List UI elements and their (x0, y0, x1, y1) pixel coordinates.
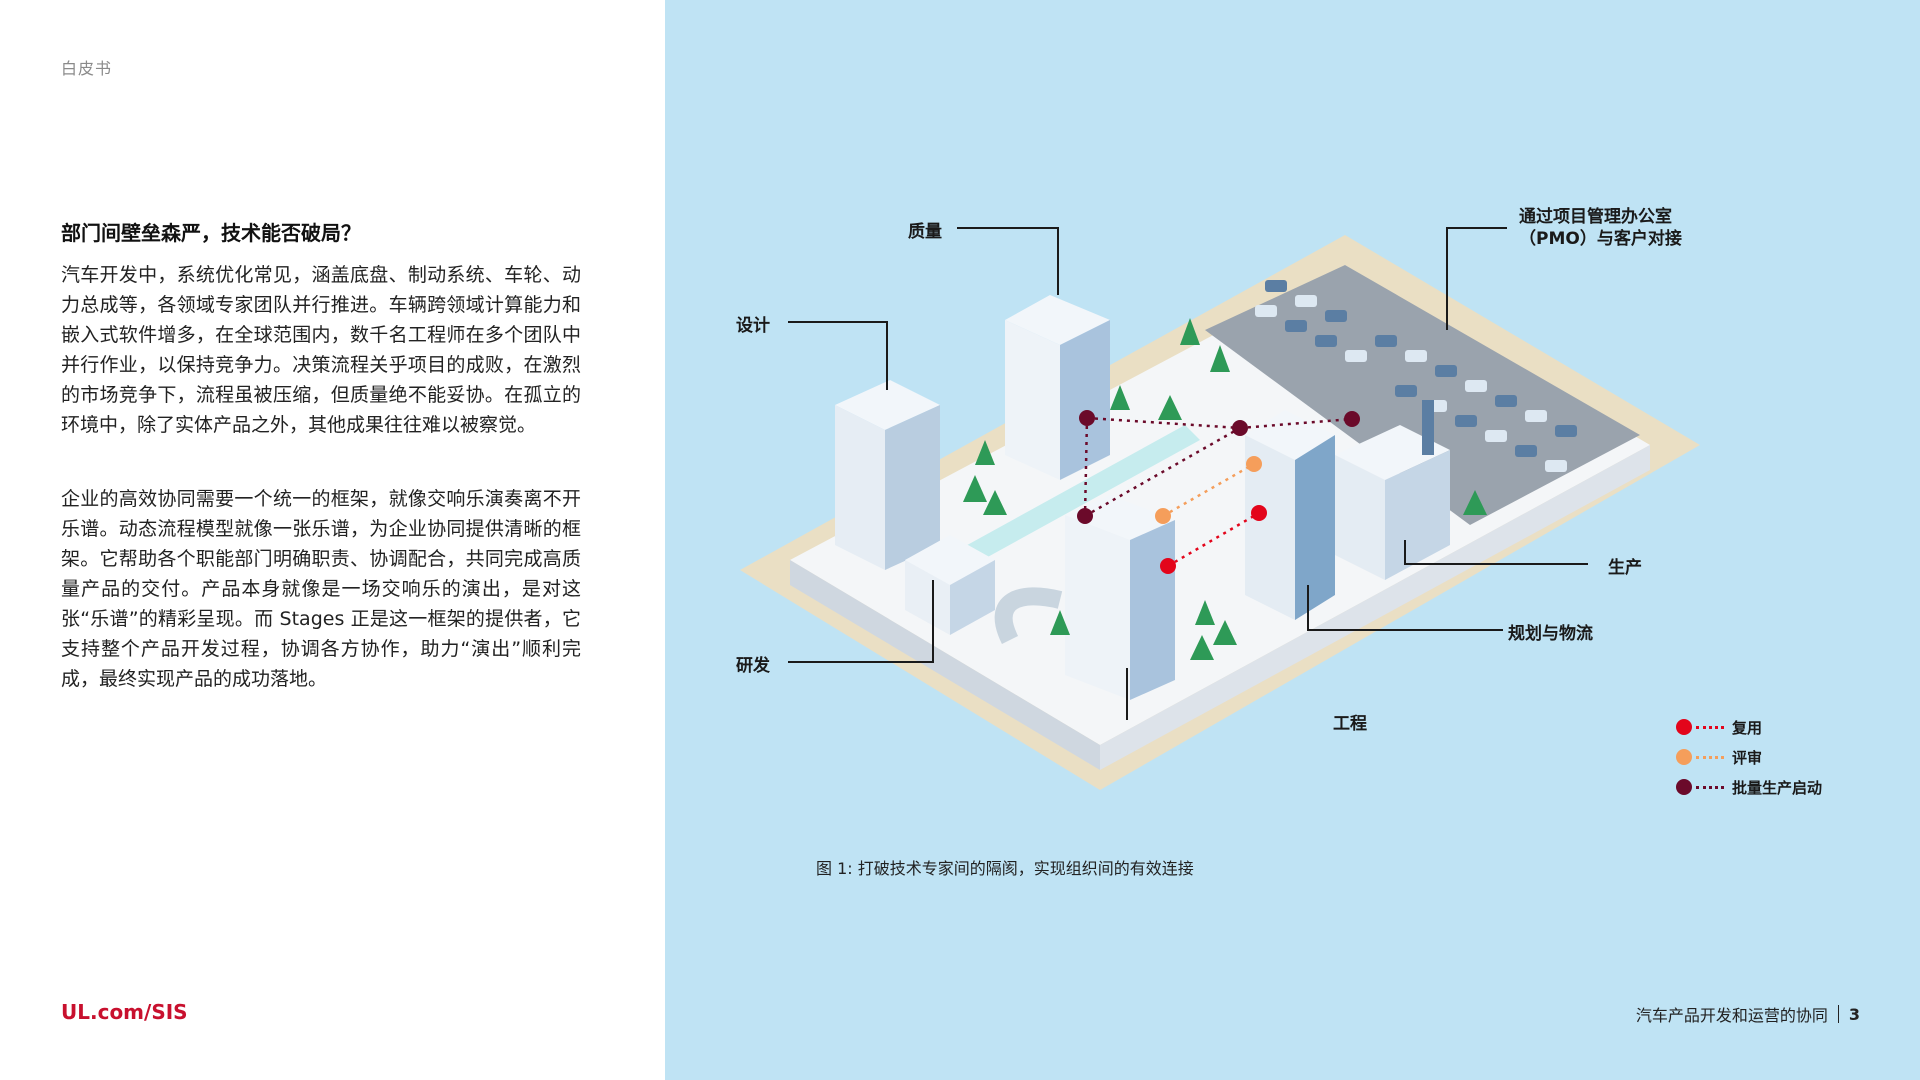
page-footer: 汽车产品开发和运营的协同 3 (1636, 1002, 1860, 1026)
legend-label: 复用 (1732, 718, 1763, 737)
planning-building (1245, 410, 1335, 620)
design-building (835, 380, 940, 570)
label-pmo-line1: 通过项目管理办公室 (1519, 207, 1672, 227)
legend-label: 批量生产启动 (1732, 778, 1823, 797)
label-pmo-line2: （PMO）与客户对接 (1519, 229, 1682, 249)
legend-dot-icon (1676, 749, 1692, 765)
base-plate-edge (790, 560, 1100, 770)
legend-line (1696, 755, 1724, 759)
rnd-building (905, 535, 995, 635)
figure-legend: 复用 评审 批量生产启动 (1676, 712, 1822, 802)
text-column: 白皮书 部门间壁垒森严，技术能否破局？ 汽车开发中，系统优化常见，涵盖底盘、制动… (0, 0, 665, 1080)
legend-label: 评审 (1732, 748, 1763, 767)
label-design: 设计 (736, 316, 770, 336)
parking-lot (1205, 265, 1640, 525)
connection-dots (1077, 410, 1360, 574)
legend-item-reuse: 复用 (1676, 712, 1822, 742)
document-type-label: 白皮书 (61, 59, 113, 78)
legend-dot-icon (1676, 779, 1692, 795)
leader-lines (788, 227, 1588, 720)
quality-building (1005, 295, 1110, 480)
label-engineering: 工程 (1333, 714, 1367, 734)
label-production: 生产 (1608, 558, 1642, 578)
body-paragraph-2: 企业的高效协同需要一个统一的框架，就像交响乐演奏离不开乐谱。动态流程模型就像一张… (61, 488, 581, 690)
figure-caption: 图 1: 打破技术专家间的隔阂，实现组织间的有效连接 (816, 859, 1194, 878)
legend-line (1696, 725, 1724, 729)
label-rnd: 研发 (736, 656, 770, 676)
city-illustration (740, 227, 1700, 790)
label-quality: 质量 (908, 222, 942, 242)
road (994, 587, 1063, 645)
canal (940, 425, 1200, 575)
footer-website-link[interactable]: UL.com/SIS (61, 1000, 188, 1024)
production-building (1335, 400, 1450, 580)
trees (963, 318, 1487, 660)
legend-dot-icon (1676, 719, 1692, 735)
legend-item-review: 评审 (1676, 742, 1822, 772)
base-plate-edge-right (1100, 445, 1650, 770)
engineering-building (1065, 495, 1175, 700)
section-heading: 部门间壁垒森严，技术能否破局？ (61, 221, 361, 245)
legend-item-sop: 批量生产启动 (1676, 772, 1822, 802)
legend-line (1696, 785, 1724, 789)
parked-cars (1255, 280, 1577, 472)
page-number: 3 (1848, 1004, 1860, 1024)
footer-title: 汽车产品开发和运营的协同 (1635, 1006, 1828, 1025)
label-planning-logistics: 规划与物流 (1508, 624, 1593, 644)
footer-divider (1837, 1005, 1839, 1023)
label-pmo: 通过项目管理办公室 （PMO）与客户对接 (1519, 206, 1682, 250)
body-paragraph-1: 汽车开发中，系统优化常见，涵盖底盘、制动系统、车轮、动力总成等，各领域专家团队并… (61, 264, 581, 436)
